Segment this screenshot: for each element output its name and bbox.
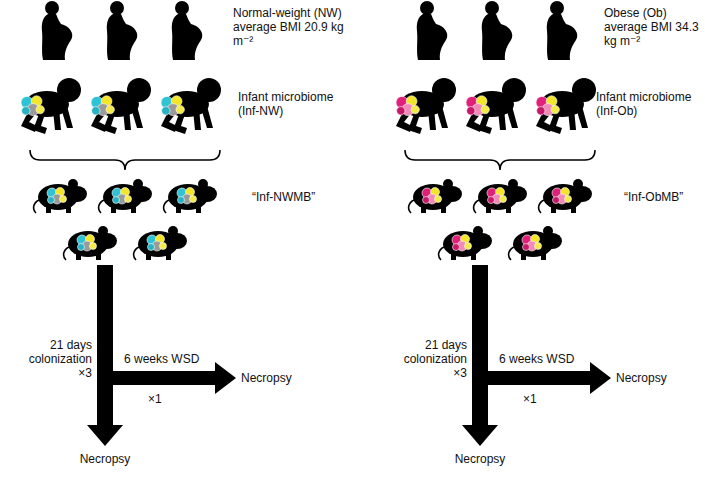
microbe-blob [178,197,185,204]
microbe-blob [162,107,170,115]
flow-arrow [462,265,611,446]
pregnant-woman [107,1,138,60]
microbe-blob [60,196,67,203]
microbe-blob [453,244,460,251]
group-label: “Inf-NWMB” [252,190,352,204]
infant-silhouette [161,78,221,134]
step-label: 6 weeks WSD [499,352,599,366]
mouse-silhouette [134,226,187,260]
group-label: Infant microbiome (Inf-Ob) [596,90,702,118]
microbe-blob [465,243,472,250]
microbe-blob [535,243,542,250]
pregnant-woman [42,1,73,60]
microbe-blob [435,196,442,203]
mouse-silhouette [439,226,492,260]
pregnant-woman [482,1,513,60]
microbe-blob [481,105,489,113]
microbe-blob [523,244,530,251]
infant-silhouette [91,78,151,134]
microbe-blob [537,107,545,115]
mouse-silhouette [474,179,527,213]
mouse-silhouette [164,179,217,213]
microbe-blob [48,197,55,204]
step-label: 6 weeks WSD [124,352,224,366]
infant-silhouette [466,78,526,134]
microbe-blob [411,105,419,113]
microbe-blob [553,197,560,204]
microbe-blob [113,197,120,204]
mouse-silhouette [409,179,462,213]
flow-arrow [87,265,236,446]
mouse-silhouette [64,226,117,260]
mouse-silhouette [539,179,592,213]
group-bracket [30,150,220,170]
microbe-blob [500,196,507,203]
microbe-blob [36,105,44,113]
step-label: ×1 [148,392,188,406]
group-label: Normal-weight (NW) average BMI 20.9 kg m… [233,6,351,48]
group-label: Infant microbiome (Inf-NW) [238,90,346,118]
infant-silhouette [536,78,596,134]
microbe-blob [176,105,184,113]
step-label: 21 days colonization ×3 [18,338,92,380]
microbe-blob [423,197,430,204]
microbe-blob [160,243,167,250]
mouse-silhouette [509,226,562,260]
outcome-label: Necropsy [75,452,135,466]
outcome-label: Necropsy [616,371,686,385]
microbe-blob [90,243,97,250]
outcome-label: Necropsy [450,452,510,466]
mouse-silhouette [99,179,152,213]
group-label: Obese (Ob) average BMI 34.3 kg m⁻² [604,6,700,48]
microbe-blob [106,105,114,113]
microbe-blob [467,107,475,115]
outcome-label: Necropsy [241,371,311,385]
infant-silhouette [396,78,456,134]
microbe-blob [397,107,405,115]
microbe-blob [148,244,155,251]
pregnant-woman [547,1,578,60]
microbe-blob [551,105,559,113]
microbe-blob [125,196,132,203]
step-label: 21 days colonization ×3 [393,338,467,380]
microbe-blob [92,107,100,115]
infant-silhouette [21,78,81,134]
microbe-blob [488,197,495,204]
group-label: “Inf-ObMB” [624,190,702,204]
microbe-blob [190,196,197,203]
step-label: ×1 [523,392,563,406]
pregnant-woman [172,1,203,60]
pregnant-woman [417,1,448,60]
group-bracket [405,150,595,170]
microbe-blob [78,244,85,251]
microbe-blob [22,107,30,115]
mouse-silhouette [34,179,87,213]
microbe-blob [565,196,572,203]
